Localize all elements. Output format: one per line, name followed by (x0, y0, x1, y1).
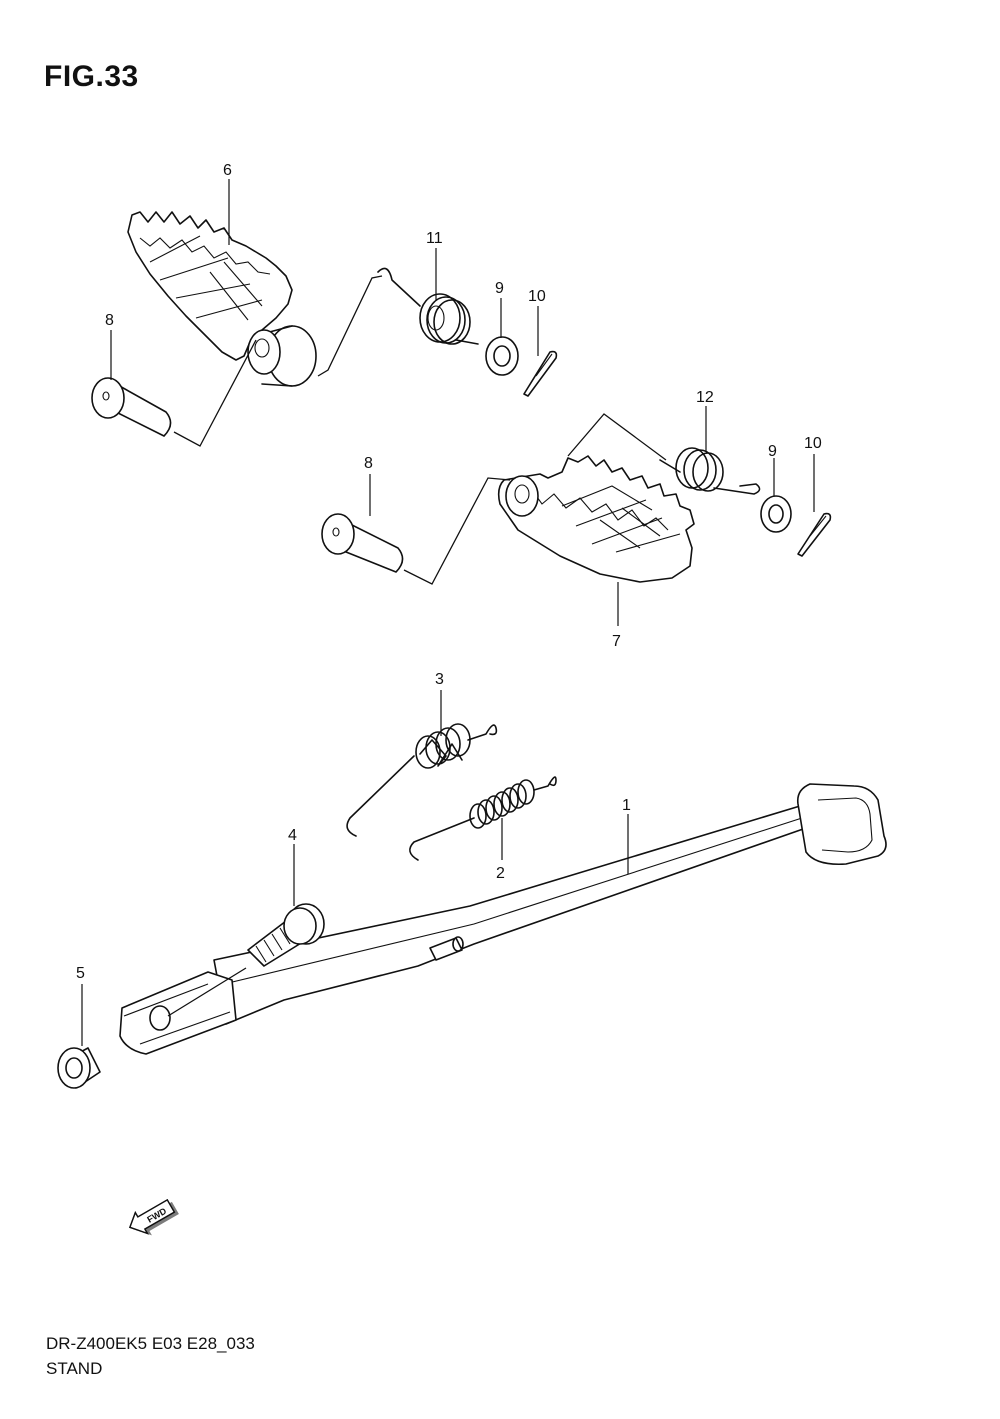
assembly-line-bolt (167, 967, 247, 1017)
callout-8b: 8 (364, 455, 373, 472)
callout-7: 7 (612, 633, 621, 650)
pivot-bolt (247, 903, 325, 967)
section-name: STAND (46, 1359, 103, 1378)
callout-3: 3 (435, 671, 444, 688)
spring-3 (346, 723, 498, 837)
callout-9a: 9 (495, 280, 504, 297)
leader-lines (81, 179, 815, 1046)
side-stand (119, 783, 887, 1055)
fwd-arrow-icon: FWD (129, 1198, 179, 1236)
assembly-line-left-spring (317, 275, 383, 377)
callout-2: 2 (496, 865, 505, 882)
callout-11: 11 (426, 230, 443, 247)
washer-right (760, 495, 792, 533)
footpeg-left (127, 211, 317, 387)
callout-1: 1 (622, 797, 631, 814)
torsion-spring-12 (659, 447, 761, 495)
callout-9b: 9 (768, 443, 777, 460)
assembly-line-right-spring (567, 413, 667, 461)
clevis-pin-left (91, 377, 172, 437)
callout-10a: 10 (528, 288, 546, 305)
clevis-pin-right (321, 513, 404, 573)
assembly-line-left-pin (173, 339, 257, 447)
callout-12: 12 (696, 389, 714, 406)
callout-labels: 6 8 11 9 10 12 9 10 8 7 3 2 1 4 5 (76, 162, 822, 982)
cotter-pin-top (523, 350, 558, 397)
figure-title: FIG.33 (44, 60, 139, 93)
footpeg-right (497, 455, 695, 583)
torsion-spring-11 (377, 267, 479, 345)
callout-4: 4 (288, 827, 297, 844)
model-code: DR-Z400EK5 E03 E28_033 (46, 1334, 255, 1353)
callout-5: 5 (76, 965, 85, 982)
pivot-nut (57, 1047, 101, 1089)
callout-10b: 10 (804, 435, 822, 452)
callout-8a: 8 (105, 312, 114, 329)
callout-6: 6 (223, 162, 232, 179)
cotter-pin-right (797, 512, 832, 557)
washer-top (485, 336, 519, 376)
spring-2 (409, 776, 557, 861)
assembly-line-right-pin (403, 477, 511, 585)
